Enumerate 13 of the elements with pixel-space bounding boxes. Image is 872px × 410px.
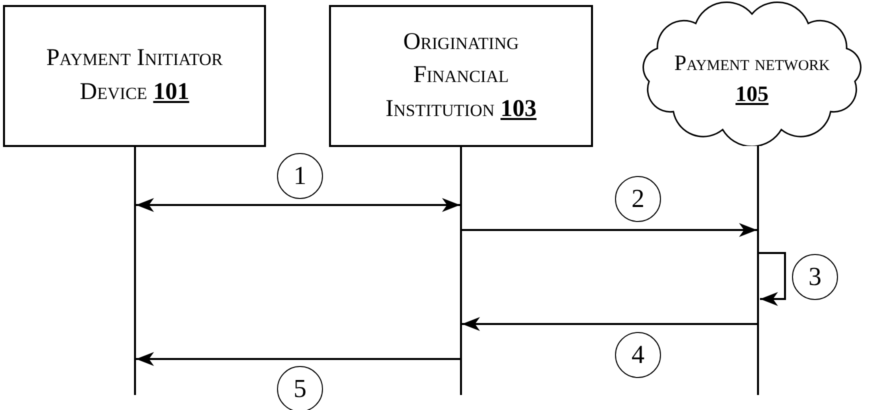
step-number: 1: [277, 153, 323, 199]
participant-label: Payment network 105: [673, 49, 831, 108]
message-arrow: [136, 352, 460, 366]
step-number: 5: [277, 366, 323, 410]
message-arrow: [462, 317, 757, 331]
message-arrow: [462, 223, 757, 237]
participant-label: Payment Initiator Device 101: [45, 44, 224, 107]
step-number: 2: [615, 176, 661, 222]
step-number: 3: [792, 254, 838, 300]
message-arrow: [759, 252, 786, 306]
message-arrow: [136, 198, 460, 212]
step-number: 4: [615, 332, 661, 378]
participant-label: Originating Financial Institution 103: [384, 28, 538, 124]
